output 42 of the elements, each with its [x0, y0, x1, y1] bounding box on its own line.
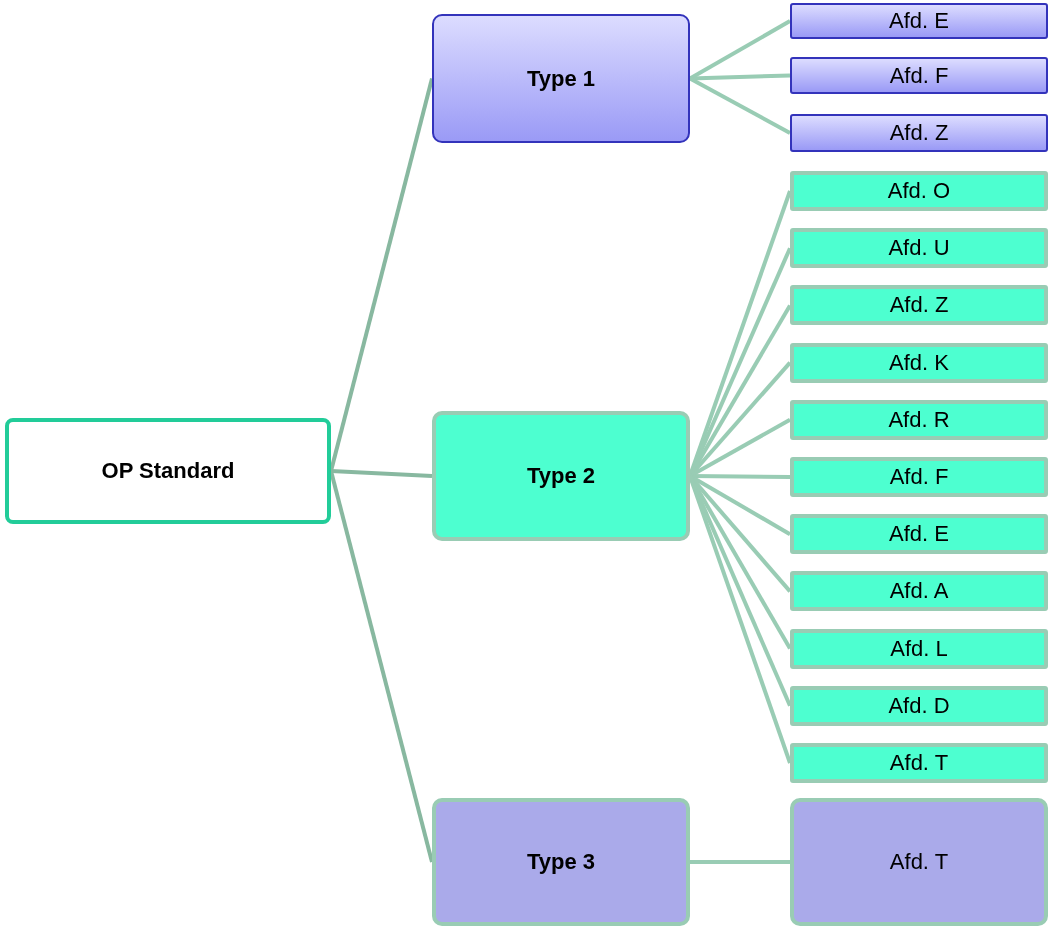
node-box — [790, 798, 1048, 926]
node-box — [790, 571, 1048, 612]
node-label: Afd. E — [889, 8, 949, 34]
node-label: Afd. Z — [889, 120, 949, 146]
connector-line — [329, 78, 434, 472]
node-label: Afd. K — [889, 349, 949, 376]
node-label: Afd. T — [889, 750, 949, 776]
node-label: OP Standard — [101, 458, 235, 484]
node-label: Type 3 — [526, 849, 596, 875]
node-label: Afd. Z — [889, 292, 949, 319]
node-box — [790, 514, 1048, 555]
node-box — [790, 3, 1048, 39]
node-box — [432, 798, 690, 926]
node-label: Afd. T — [889, 849, 949, 875]
node-label: Type 1 — [526, 65, 596, 92]
node-label: Afd. L — [890, 635, 948, 662]
node-label: Afd. O — [887, 178, 951, 204]
node-box — [5, 418, 331, 524]
node-label: Afd. R — [888, 406, 950, 433]
node-box — [790, 171, 1048, 211]
node-label: Type 2 — [526, 463, 596, 489]
node-box — [790, 457, 1048, 497]
node-box — [432, 411, 690, 541]
node-box — [432, 14, 690, 143]
node-label: Afd. E — [889, 521, 949, 548]
connector-line — [329, 470, 434, 863]
node-label: Afd. D — [888, 692, 950, 719]
node-label: Afd. U — [888, 235, 950, 262]
node-box — [790, 743, 1048, 783]
node-box — [790, 685, 1048, 726]
node-box — [790, 285, 1048, 326]
node-box — [790, 399, 1048, 440]
node-box — [790, 114, 1048, 152]
node-label: Afd. F — [889, 464, 949, 490]
node-label: Afd. A — [889, 578, 949, 605]
node-box — [790, 628, 1048, 669]
node-box — [790, 342, 1048, 383]
connector-line — [330, 469, 433, 478]
connector-line — [690, 860, 790, 864]
node-box — [790, 57, 1048, 94]
node-label: Afd. F — [889, 62, 949, 89]
node-box — [790, 228, 1048, 269]
